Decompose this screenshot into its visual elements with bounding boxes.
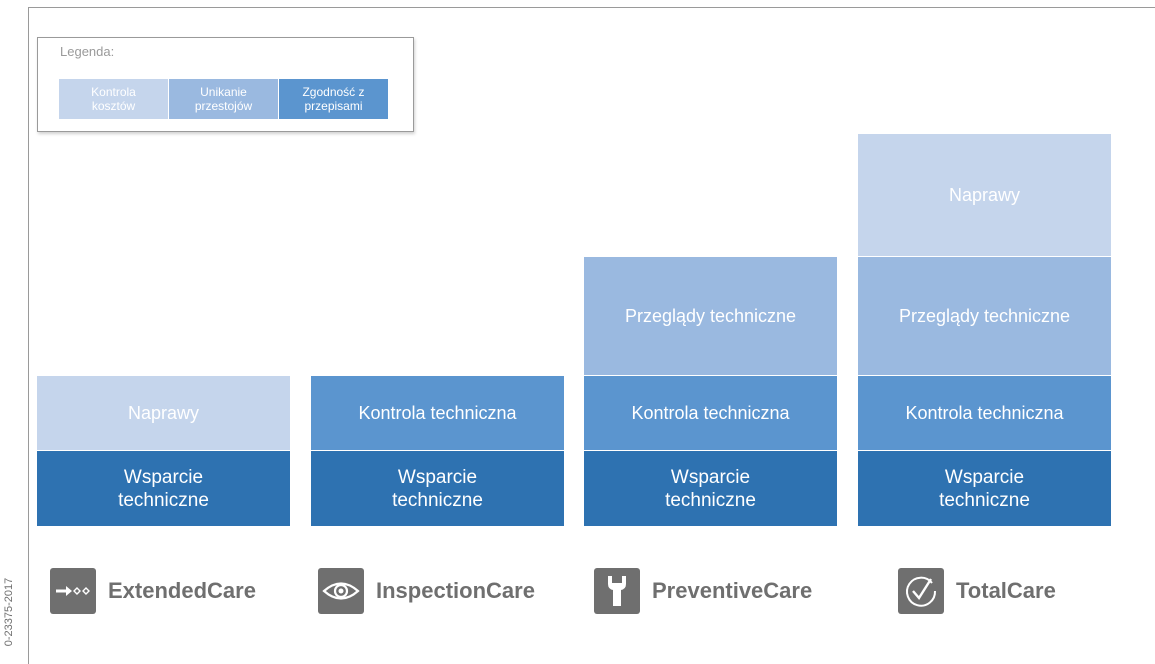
totalcare-block-repairs: Naprawy xyxy=(858,134,1111,256)
product-extendedcare: ExtendedCare xyxy=(50,568,256,614)
figure-code: 0-23375-2017 xyxy=(3,577,15,647)
frame-top-line xyxy=(28,7,1155,8)
wrench-icon xyxy=(594,568,640,614)
legend-item-compliance: Zgodność z przepisami xyxy=(279,79,388,119)
totalcare-block-maintenance: Przeglądy techniczne xyxy=(858,257,1111,375)
product-name-extendedcare: ExtendedCare xyxy=(108,578,256,603)
eye-icon xyxy=(318,568,364,614)
product-name-preventivecare: PreventiveCare xyxy=(652,578,813,603)
legend-item-downtime-avoidance: Unikanie przestojów xyxy=(169,79,278,119)
inspectioncare-block-support: Wsparcie techniczne xyxy=(311,451,564,526)
extendedcare-block-support: Wsparcie techniczne xyxy=(37,451,290,526)
arrow-dots-icon xyxy=(50,568,96,614)
legend-title: Legenda: xyxy=(60,44,115,59)
preventivecare-block-support: Wsparcie techniczne xyxy=(584,451,837,526)
legend: Legenda: Kontrola kosztów Unikanie przes… xyxy=(37,37,414,132)
preventivecare-block-inspection: Kontrola techniczna xyxy=(584,376,837,450)
legend-item-cost-control: Kontrola kosztów xyxy=(59,79,168,119)
check-circle-icon xyxy=(898,568,944,614)
frame-left-line xyxy=(28,7,29,664)
product-name-totalcare: TotalCare xyxy=(956,578,1056,603)
totalcare-block-inspection: Kontrola techniczna xyxy=(858,376,1111,450)
preventivecare-block-maintenance: Przeglądy techniczne xyxy=(584,257,837,375)
product-totalcare: TotalCare xyxy=(898,568,1056,614)
product-inspectioncare: InspectionCare xyxy=(318,568,535,614)
product-preventivecare: PreventiveCare xyxy=(594,568,812,614)
inspectioncare-block-inspection: Kontrola techniczna xyxy=(311,376,564,450)
totalcare-block-support: Wsparcie techniczne xyxy=(858,451,1111,526)
product-name-inspectioncare: InspectionCare xyxy=(376,578,535,603)
extendedcare-block-repairs: Naprawy xyxy=(37,376,290,450)
